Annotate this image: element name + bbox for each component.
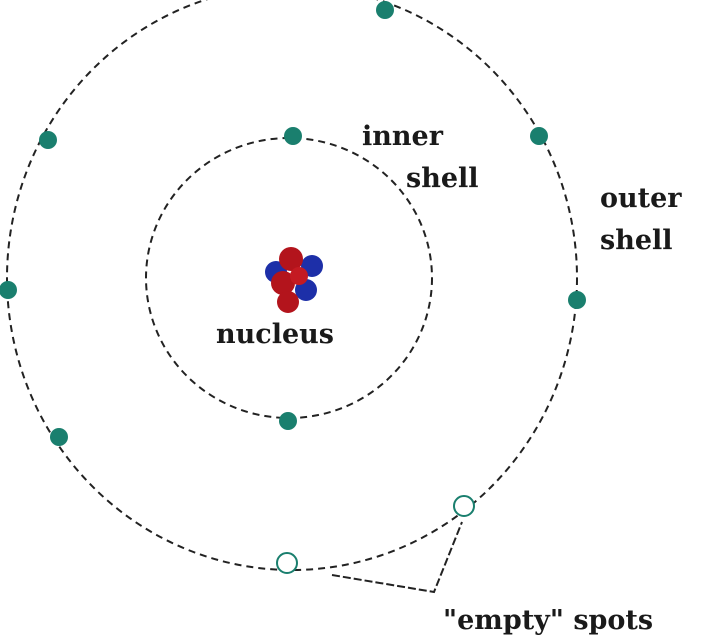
empty-spot xyxy=(276,552,298,574)
proton xyxy=(279,247,303,271)
outer-electron xyxy=(376,1,394,19)
outer-shell-label-line1: outer xyxy=(600,183,682,214)
outer-shell-orbit xyxy=(6,0,578,571)
outer-electron xyxy=(50,428,68,446)
outer-electron xyxy=(39,131,57,149)
empty-spots-label: "empty" spots xyxy=(443,605,654,636)
inner-shell-label: inner shell xyxy=(362,116,479,200)
outer-shell-label: outer shell xyxy=(600,178,682,262)
empty-spot xyxy=(453,495,475,517)
inner-electron xyxy=(279,412,297,430)
outer-electron xyxy=(0,281,17,299)
nucleus-cluster xyxy=(265,247,323,313)
nucleus-label: nucleus xyxy=(216,319,334,350)
outer-shell-label-line2: shell xyxy=(600,225,673,256)
proton xyxy=(277,291,299,313)
outer-electron xyxy=(530,127,548,145)
proton xyxy=(271,271,295,295)
outer-electron xyxy=(568,291,586,309)
inner-shell-label-line1: inner xyxy=(362,121,443,152)
inner-electron xyxy=(284,127,302,145)
inner-shell-label-line2: shell xyxy=(406,163,479,194)
empty-spot-pointer xyxy=(331,521,463,594)
proton xyxy=(290,267,308,285)
